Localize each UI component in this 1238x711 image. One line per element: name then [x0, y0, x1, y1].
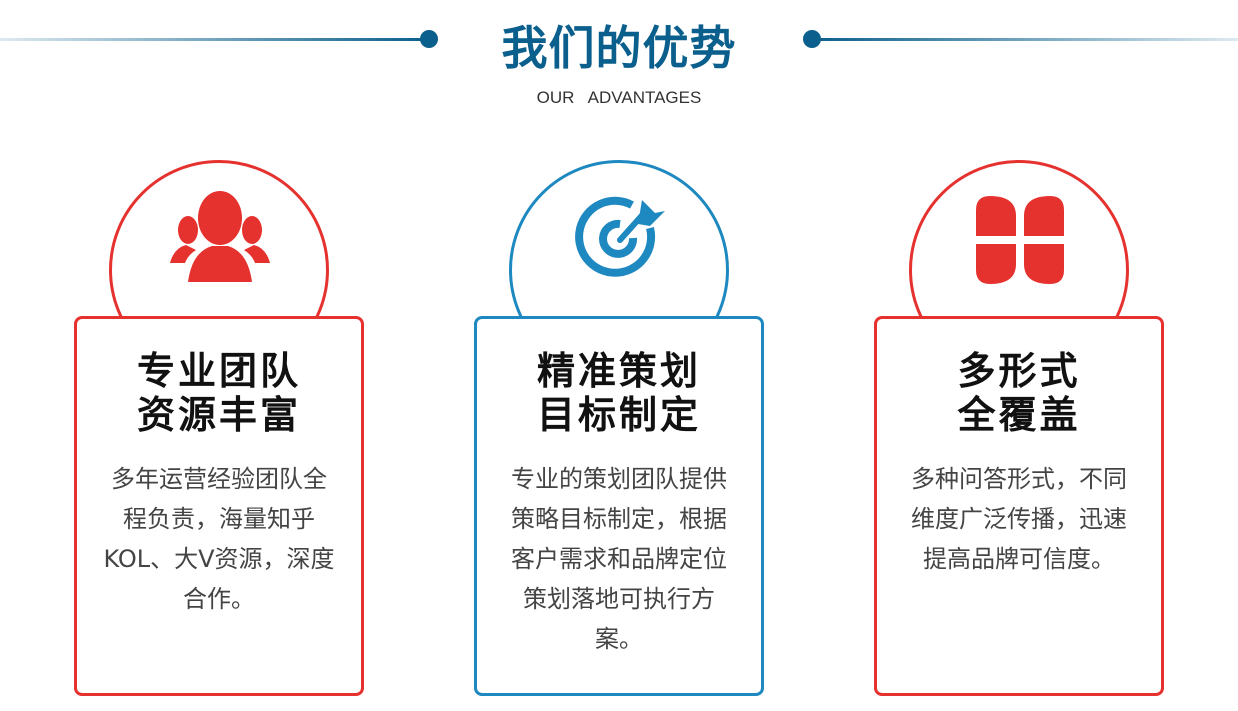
divider-dot-left	[420, 30, 438, 48]
card-description: 专业的策划团队提供策略目标制定，根据客户需求和品牌定位策划落地可执行方案。	[511, 465, 727, 653]
card-title-line1: 专业团队	[136, 349, 301, 393]
team-icon	[170, 191, 270, 282]
card-description: 多种问答形式，不同维度广泛传播，迅速提高品牌可信度。	[911, 465, 1127, 573]
advantage-card-team: 专业团队资源丰富 多年运营经验团队全程负责，海量知乎KOL、大V资源，深度合作。	[74, 316, 364, 696]
advantage-card-coverage: 多形式全覆盖 多种问答形式，不同维度广泛传播，迅速提高品牌可信度。	[874, 316, 1164, 696]
section-subtitle: OUR ADVANTAGES	[536, 88, 702, 107]
clover-icon	[976, 196, 1064, 284]
advantage-card-planning: 精准策划目标制定 专业的策划团队提供策略目标制定，根据客户需求和品牌定位策划落地…	[474, 316, 764, 696]
title-divider-right	[812, 38, 1238, 41]
card-title-line1: 精准策划	[536, 349, 701, 393]
card-title-line2: 目标制定	[536, 393, 701, 437]
title-divider-left	[0, 38, 428, 41]
card-title-line1: 多形式	[957, 349, 1081, 393]
card-description: 多年运营经验团队全程负责，海量知乎KOL、大V资源，深度合作。	[103, 465, 335, 613]
card-title-line2: 资源丰富	[136, 393, 301, 437]
target-icon	[575, 196, 665, 277]
card-title-line2: 全覆盖	[957, 393, 1081, 437]
section-title: 我们的优势	[501, 21, 737, 75]
